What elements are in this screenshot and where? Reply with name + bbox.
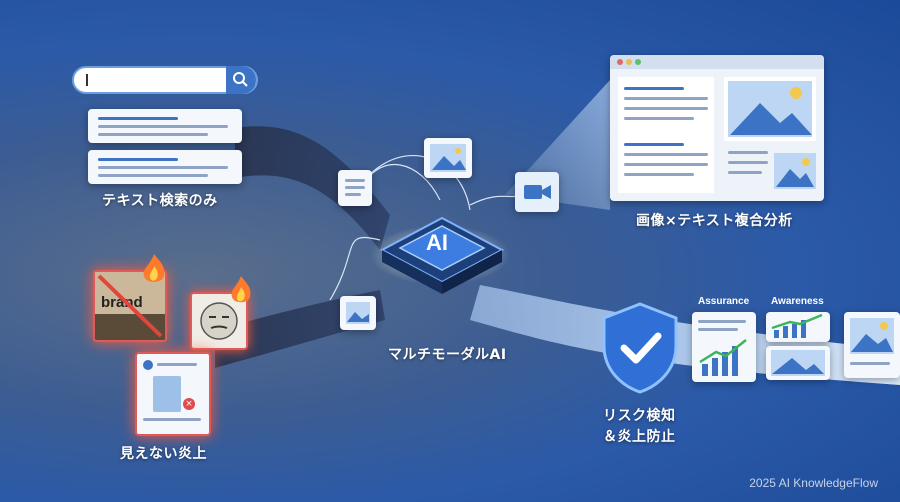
output-image-card — [844, 312, 900, 378]
awareness-chart-card — [766, 312, 830, 342]
video-icon-card — [515, 172, 559, 212]
label-text-only: テキスト検索のみ — [102, 193, 218, 209]
footer-credit: 2025 AI KnowledgeFlow — [749, 476, 878, 490]
picture-icon — [430, 144, 466, 172]
analysis-window — [610, 55, 824, 201]
search-input[interactable] — [72, 66, 258, 94]
smirk-face-icon — [200, 302, 238, 340]
landscape-image-icon — [774, 153, 816, 189]
fire-icon — [143, 254, 165, 282]
picture-icon — [850, 318, 894, 354]
search-result-card — [88, 150, 242, 184]
product-image — [153, 376, 181, 412]
awareness-image-card — [766, 346, 830, 380]
text-cursor — [86, 74, 88, 86]
window-titlebar — [610, 55, 824, 69]
chip-label: AI — [426, 230, 448, 255]
fire-icon — [231, 276, 251, 303]
text-panel — [618, 77, 714, 193]
ribbon-top — [235, 126, 390, 250]
landscape-image-icon — [724, 77, 816, 141]
video-camera-icon — [524, 185, 551, 199]
prohibited-icon — [97, 274, 163, 338]
bar-growth-icon — [699, 339, 747, 376]
alert-icon: × — [183, 398, 195, 410]
label-multimodal-ai: マルチモーダルAI — [388, 347, 507, 363]
label-composite-analysis: 画像×テキスト複合分析 — [636, 213, 793, 229]
label-invisible-flame: 見えない炎上 — [120, 446, 207, 462]
search-icon — [233, 72, 248, 87]
label-awareness: Awareness — [771, 296, 824, 307]
label-risk-detection: リスク検知 — [603, 408, 676, 424]
label-flame-prevention: ＆炎上防止 — [603, 429, 676, 445]
label-assurance: Assurance — [698, 296, 750, 307]
search-result-card — [88, 109, 242, 143]
social-post-card: × — [135, 352, 211, 436]
document-icon-card — [338, 170, 372, 206]
picture-icon — [771, 350, 825, 376]
brand-image-card: brand — [93, 270, 167, 342]
shield-check-icon — [602, 302, 678, 394]
search-button[interactable] — [226, 66, 256, 94]
ai-chip — [379, 216, 505, 294]
assurance-report-card — [692, 312, 756, 382]
picture-icon — [346, 302, 370, 324]
ribbon-output — [470, 285, 900, 385]
photo-icon-card — [340, 296, 376, 330]
image-icon-card — [424, 138, 472, 178]
trend-up-icon — [771, 313, 823, 338]
